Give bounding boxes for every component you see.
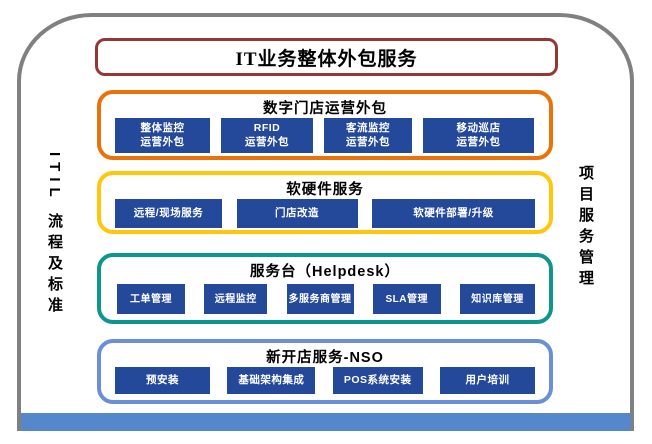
service-box-line: POS系统安装 xyxy=(343,373,412,386)
outer-arch-frame xyxy=(17,13,634,431)
section-title: 新开店服务-NSO xyxy=(266,350,384,366)
section-soft-hardware-services: 软硬件服务 远程/现场服务 门店改造 软硬件部署/升级 xyxy=(97,171,553,234)
section-items-row: 整体监控 运营外包 RFID 运营外包 客流监控 运营外包 移动巡店 运营外包 xyxy=(101,118,549,153)
right-vertical-label: 项目服务管理 xyxy=(577,165,594,291)
service-box-line: 知识库管理 xyxy=(471,293,524,305)
service-box-line: 工单管理 xyxy=(130,293,172,305)
section-items-row: 预安装 基础架构集成 POS系统安装 用户培训 xyxy=(101,367,549,394)
service-box-line: 运营外包 xyxy=(456,135,501,148)
service-box-line: 用户培训 xyxy=(465,373,510,386)
section-digital-store-outsourcing: 数字门店运营外包 整体监控 运营外包 RFID 运营外包 客流监控 运营外包 移… xyxy=(97,90,553,160)
service-box: 用户培训 xyxy=(439,367,535,394)
service-box-line: 远程/现场服务 xyxy=(133,206,204,219)
main-title-box: IT业务整体外包服务 xyxy=(95,38,558,76)
section-items-row: 远程/现场服务 门店改造 软硬件部署/升级 xyxy=(101,199,549,228)
service-box: POS系统安装 xyxy=(332,367,423,394)
service-box-line: 门店改造 xyxy=(275,206,319,219)
service-box-line: 预安装 xyxy=(146,373,179,386)
service-box: RFID 运营外包 xyxy=(221,118,313,153)
section-title: 数字门店运营外包 xyxy=(263,101,387,117)
service-box: SLA管理 xyxy=(372,284,441,314)
service-box: 多服务商管理 xyxy=(286,284,354,314)
service-box-line: 运营外包 xyxy=(245,135,289,148)
service-box: 知识库管理 xyxy=(460,284,535,314)
service-box: 客流监控 运营外包 xyxy=(324,118,412,153)
service-box: 工单管理 xyxy=(117,284,185,314)
section-title: 软硬件服务 xyxy=(286,182,364,198)
service-box: 门店改造 xyxy=(236,199,358,228)
service-box-line: 整体监控 xyxy=(140,121,185,134)
section-title: 服务台（Helpdesk） xyxy=(250,264,400,280)
service-box-line: 移动巡店 xyxy=(456,121,501,134)
section-items-row: 工单管理 远程监控 多服务商管理 SLA管理 知识库管理 xyxy=(101,284,549,314)
left-vertical-label: ITIL 流程及标准 xyxy=(46,152,63,318)
section-new-store-opening-nso: 新开店服务-NSO 预安装 基础架构集成 POS系统安装 用户培训 xyxy=(97,339,553,404)
service-box-line: 客流监控 xyxy=(346,121,390,134)
service-box-line: 多服务商管理 xyxy=(288,293,352,305)
service-box-line: SLA管理 xyxy=(385,293,428,305)
main-title: IT业务整体外包服务 xyxy=(235,48,418,70)
bottom-blue-bar xyxy=(21,413,631,431)
service-box: 基础架构集成 xyxy=(227,367,316,394)
service-box-line: 运营外包 xyxy=(346,135,390,148)
service-box: 整体监控 运营外包 xyxy=(115,118,210,153)
service-box: 远程监控 xyxy=(204,284,268,314)
service-box-line: 基础架构集成 xyxy=(238,373,305,386)
service-box: 远程/现场服务 xyxy=(115,199,222,228)
service-box: 移动巡店 运营外包 xyxy=(423,118,534,153)
service-box-line: RFID xyxy=(253,121,281,134)
service-box: 软硬件部署/升级 xyxy=(372,199,535,228)
service-box-line: 软硬件部署/升级 xyxy=(413,206,494,219)
section-helpdesk: 服务台（Helpdesk） 工单管理 远程监控 多服务商管理 SLA管理 知识库… xyxy=(97,253,553,324)
service-box-line: 运营外包 xyxy=(140,135,185,148)
service-box-line: 远程监控 xyxy=(214,293,257,305)
service-box: 预安装 xyxy=(115,367,210,394)
